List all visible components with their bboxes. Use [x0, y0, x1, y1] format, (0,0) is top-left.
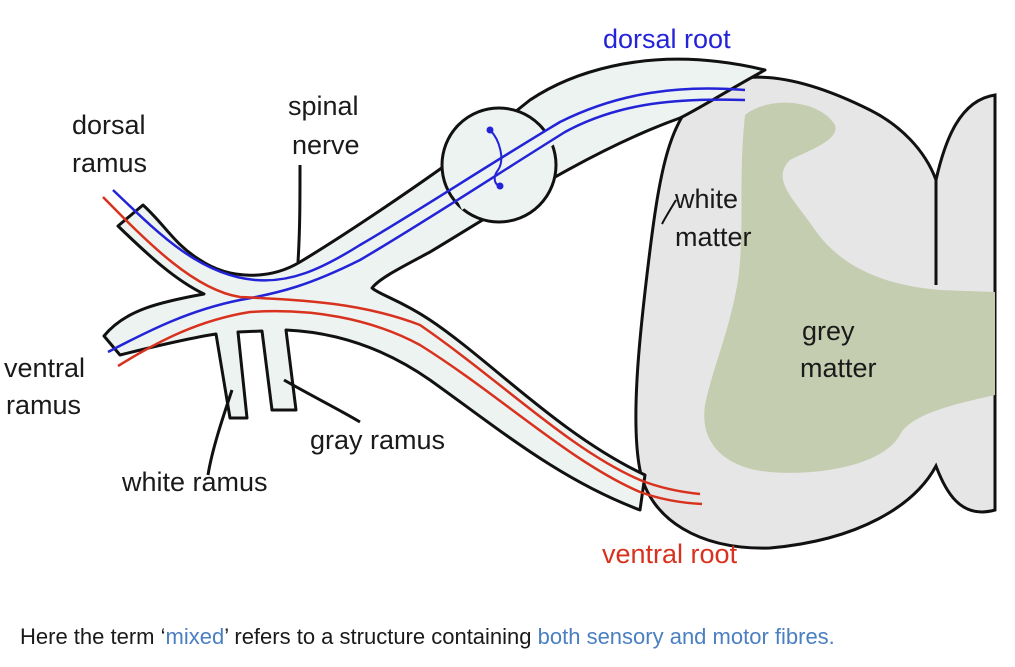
caption-prefix: Here the term ‘	[20, 624, 166, 649]
label-grey-matter-line2: matter	[800, 353, 877, 383]
leader-spinal-nerve	[296, 164, 302, 263]
caption-middle: ’ refers to a structure containing	[224, 624, 538, 649]
label-white-matter-line1: white	[674, 184, 738, 214]
leader-gray-ramus	[283, 378, 361, 424]
label-dorsal-ramus-line1: dorsal	[72, 110, 146, 140]
label-spinal-nerve-line2: nerve	[292, 130, 360, 160]
nerve-outline	[102, 57, 767, 512]
caption-term: mixed	[165, 624, 225, 649]
spinal-cord-grey-matter	[704, 102, 995, 473]
label-dorsal-ramus-line2: ramus	[72, 148, 147, 178]
motor-fibre-dorsal-branch	[102, 196, 701, 496]
leader-white-matter	[661, 199, 677, 225]
label-gray-ramus: gray ramus	[310, 425, 445, 455]
caption: Here the term ‘mixed’ refers to a struct…	[20, 624, 1010, 650]
leader-white-ramus	[206, 389, 234, 476]
label-ventral-root: ventral root	[602, 539, 738, 569]
ganglion-cell-body-top	[486, 126, 494, 134]
label-ventral-ramus-line2: ramus	[6, 390, 81, 420]
label-dorsal-root: dorsal root	[603, 24, 731, 54]
ganglion-cell-process	[489, 129, 503, 187]
sensory-fibre-dorsal-branch	[112, 87, 746, 282]
label-ventral-ramus-line1: ventral	[4, 353, 85, 383]
sensory-fibre-ventral-branch	[107, 98, 746, 354]
caption-highlight: both sensory and motor fibres.	[537, 624, 835, 649]
label-spinal-nerve-line1: spinal	[288, 91, 359, 121]
label-grey-matter-line1: grey	[802, 316, 855, 346]
label-white-ramus: white ramus	[121, 467, 268, 497]
motor-fibre-ventral-branch	[117, 309, 703, 506]
ganglion-cell-body-bottom	[496, 182, 504, 190]
label-white-matter-line2: matter	[675, 222, 752, 252]
